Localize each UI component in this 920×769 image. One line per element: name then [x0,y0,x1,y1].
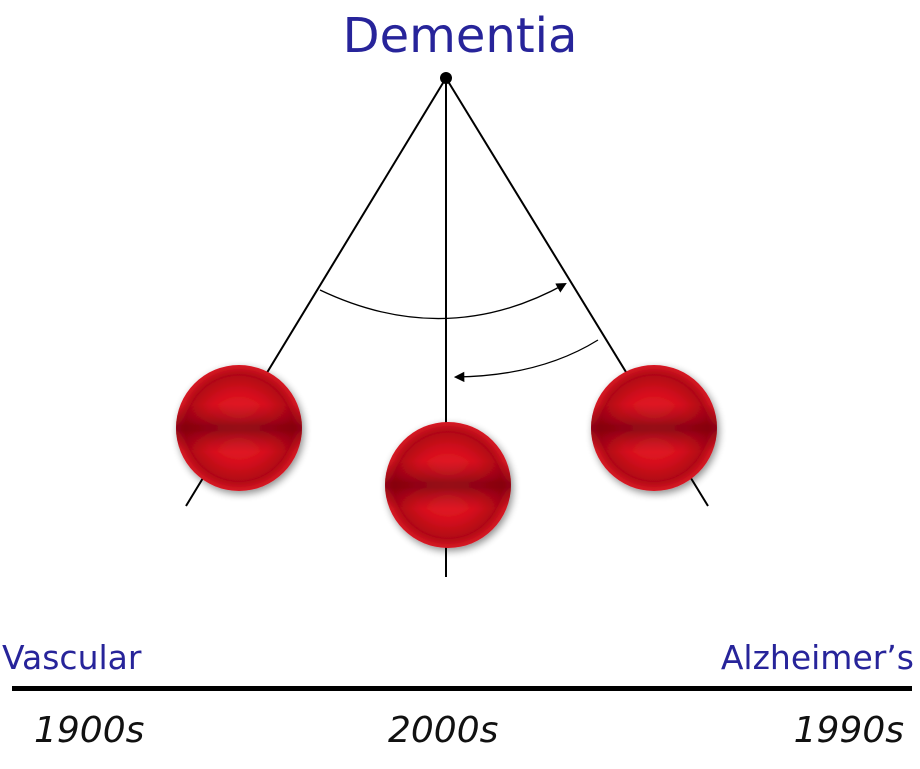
era-label-2000s: 2000s [388,708,498,754]
bob-center [385,422,511,548]
swing-arrow-left [456,340,598,377]
era-label-1900s: 1900s [34,708,144,754]
bob-left [176,365,302,491]
pendulum-diagram [0,0,920,640]
pivot-point [440,72,452,84]
timeline-baseline [12,686,912,691]
swing-arrow-right [320,284,565,319]
era-label-1990s: 1990s [794,708,904,754]
axis-label-alzheimers: Alzheimer’s [721,636,914,680]
axis-label-vascular: Vascular [2,636,141,680]
bob-right [591,365,717,491]
